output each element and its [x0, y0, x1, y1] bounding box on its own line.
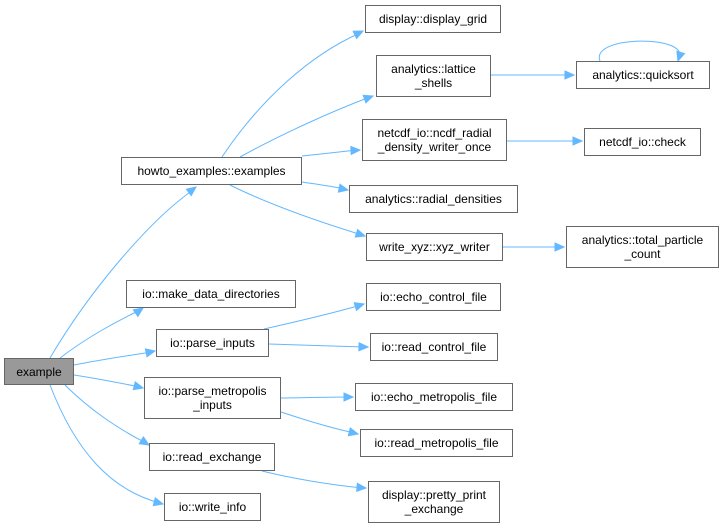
edge-arrowhead-0: [185, 186, 197, 197]
node-display-grid[interactable]: display::display_grid: [365, 5, 501, 33]
node-parse-inputs[interactable]: io::parse_inputs: [156, 329, 269, 357]
edge-arrowhead-19: [676, 50, 686, 63]
node-radial-densities[interactable]: analytics::radial_densities: [349, 185, 518, 213]
node-read-exchange[interactable]: io::read_exchange: [149, 443, 275, 471]
edge-line-17: [280, 411, 356, 434]
node-xyz-writer[interactable]: write_xyz::xyz_writer: [366, 233, 503, 261]
node-check[interactable]: netcdf_io::check: [584, 128, 701, 156]
edge-arrowhead-16: [343, 392, 355, 402]
edge-line-1: [59, 309, 141, 359]
node-pretty-print-exchange[interactable]: display::pretty_print _exchange: [368, 481, 500, 523]
node-make-data-directories[interactable]: io::make_data_directories: [126, 280, 296, 308]
node-howto-examples[interactable]: howto_examples::examples: [121, 157, 302, 185]
node-echo-control-file[interactable]: io::echo_control_file: [366, 283, 501, 311]
edge-arrowhead-15: [358, 341, 370, 352]
edge-line-5: [49, 384, 161, 504]
edge-line-0: [49, 189, 194, 359]
edge-line-6: [221, 32, 361, 158]
edge-arrowhead-11: [564, 70, 576, 80]
node-parse-metropolis-inputs[interactable]: io::parse_metropolis _inputs: [144, 377, 281, 419]
edge-line-9: [301, 181, 346, 190]
node-total-particle-count[interactable]: analytics::total_particle _count: [566, 226, 719, 268]
node-read-control-file[interactable]: io::read_control_file: [370, 333, 498, 361]
edge-arrowhead-1: [132, 307, 145, 318]
edge-line-3: [73, 374, 141, 388]
edge-arrowhead-14: [353, 302, 366, 312]
edge-arrowhead-17: [347, 427, 360, 437]
edge-line-2: [73, 351, 153, 366]
edge-arrowhead-9: [337, 183, 350, 193]
edge-arrowhead-6: [352, 30, 365, 40]
edge-arrowhead-3: [132, 381, 145, 391]
node-read-metropolis-file[interactable]: io::read_metropolis_file: [360, 429, 513, 457]
edge-arrowhead-8: [350, 145, 362, 156]
edge-arrowhead-18: [356, 482, 368, 493]
edge-line-18: [261, 470, 364, 489]
node-write-info[interactable]: io::write_info: [164, 493, 261, 521]
node-ncdf-radial-density-writer[interactable]: netcdf_io::ncdf_radial _density_writer_o…: [362, 119, 507, 161]
edge-line-10: [229, 184, 363, 236]
node-echo-metropolis-file[interactable]: io::echo_metropolis_file: [355, 383, 513, 411]
node-quicksort[interactable]: analytics::quicksort: [576, 61, 710, 89]
edge-line-14: [263, 304, 362, 330]
edge-line-8: [301, 149, 358, 157]
node-lattice-shells[interactable]: analytics::lattice _shells: [376, 55, 491, 97]
edge-arrowhead-2: [144, 348, 157, 358]
edge-line-15: [268, 343, 366, 348]
edge-arrowhead-13: [554, 242, 566, 252]
edge-line-7: [239, 96, 371, 158]
node-example: example: [4, 358, 74, 385]
edge-line-19: [599, 40, 681, 62]
edge-line-4: [64, 384, 147, 444]
edge-arrowhead-10: [354, 228, 367, 238]
edge-arrowhead-7: [362, 94, 375, 104]
edge-arrowhead-12: [572, 136, 584, 146]
edge-arrowhead-5: [152, 497, 165, 507]
edge-arrowhead-4: [138, 436, 151, 446]
edge-line-16: [280, 396, 351, 399]
